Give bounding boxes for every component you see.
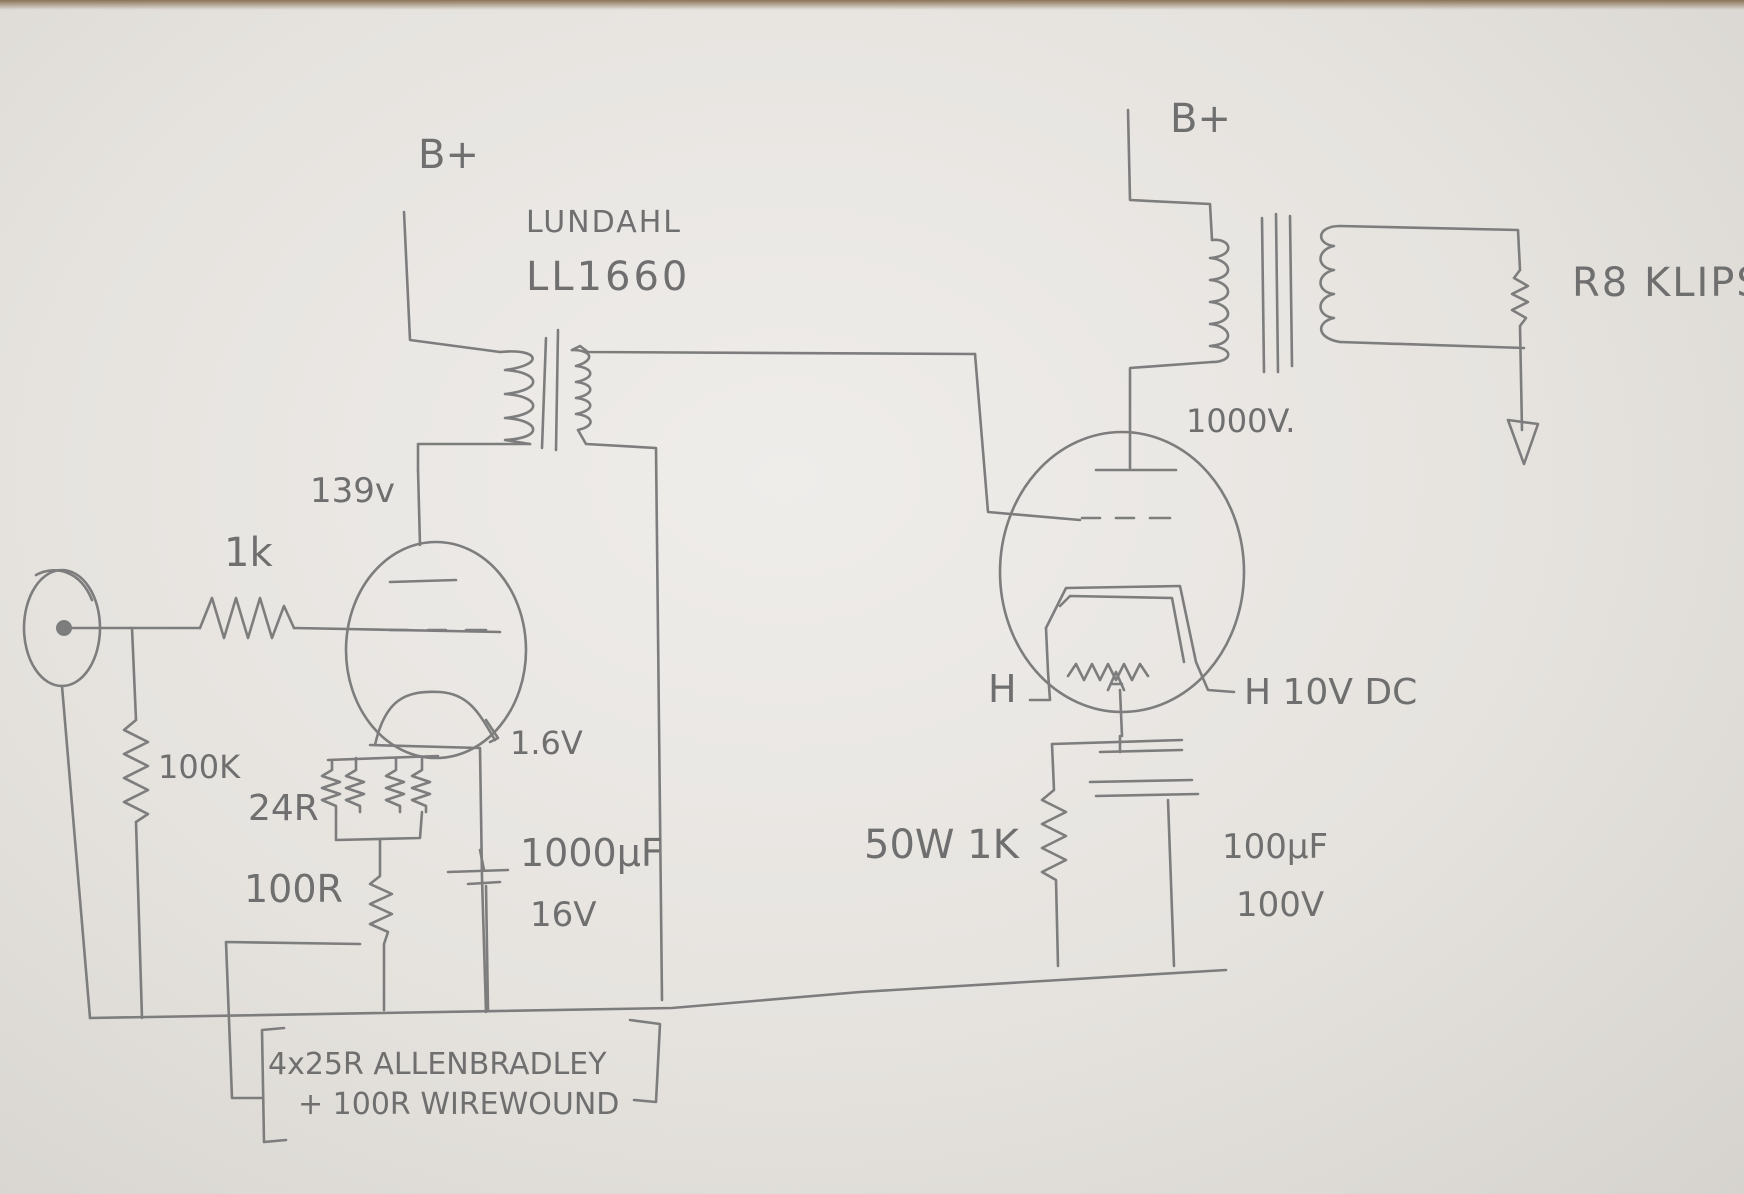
driver-tube-symbol — [344, 468, 528, 760]
left-supply-wire — [402, 210, 532, 472]
output-cathode-resistor-label: 50W 1K — [864, 822, 1021, 868]
parts-note-line1: 4x25R ALLENBRADLEY — [268, 1047, 607, 1082]
cathode-bypass-cap-symbol — [446, 848, 510, 1012]
parts-note-line2: + 100R WIREWOUND — [298, 1087, 619, 1122]
cathode-parallel-label: 24R — [248, 788, 319, 829]
cathode-series-resistor-symbol — [224, 838, 394, 1100]
output-cathode-rc-symbol — [1040, 688, 1200, 968]
grid-resistor-label: 1k — [224, 530, 273, 576]
driver-plate-voltage-label: 139v — [310, 471, 395, 511]
input-jack-symbol — [22, 568, 202, 1020]
cathode-series-label: 100R — [244, 867, 343, 911]
speaker-load-symbol — [1506, 268, 1540, 466]
table-edge — [0, 0, 1744, 10]
output-cap-voltage-label: 100V — [1236, 885, 1324, 925]
driver-cathode-voltage-label: 1.6V — [510, 724, 583, 762]
interstage-transformer-symbol — [498, 328, 977, 1002]
bplus-left-label: B+ — [418, 132, 479, 178]
right-supply-wire — [1126, 108, 1214, 242]
note-bracket — [260, 1018, 662, 1144]
heater-right-label: H 10V DC — [1244, 672, 1417, 713]
output-cap-value-label: 100µF — [1222, 827, 1328, 867]
input-resistor-symbol — [122, 626, 150, 1020]
ground-bus-wire — [88, 968, 1228, 1020]
transformer-model-label: LL1660 — [526, 254, 690, 300]
bplus-right-label: B+ — [1170, 96, 1231, 142]
driver-cap-voltage-label: 16V — [530, 895, 597, 935]
driver-cap-value-label: 1000µF — [520, 831, 663, 875]
cathode-parallel-resistors-symbol — [320, 743, 488, 1014]
input-resistor-label: 100K — [158, 748, 241, 786]
output-transformer-symbol — [1128, 212, 1526, 470]
heater-left-label: H — [988, 667, 1017, 711]
output-plate-voltage-label: 1000V. — [1186, 402, 1295, 440]
speaker-label: R8 KLIPS — [1572, 260, 1744, 306]
transformer-make-label: LUNDAHL — [526, 205, 682, 240]
